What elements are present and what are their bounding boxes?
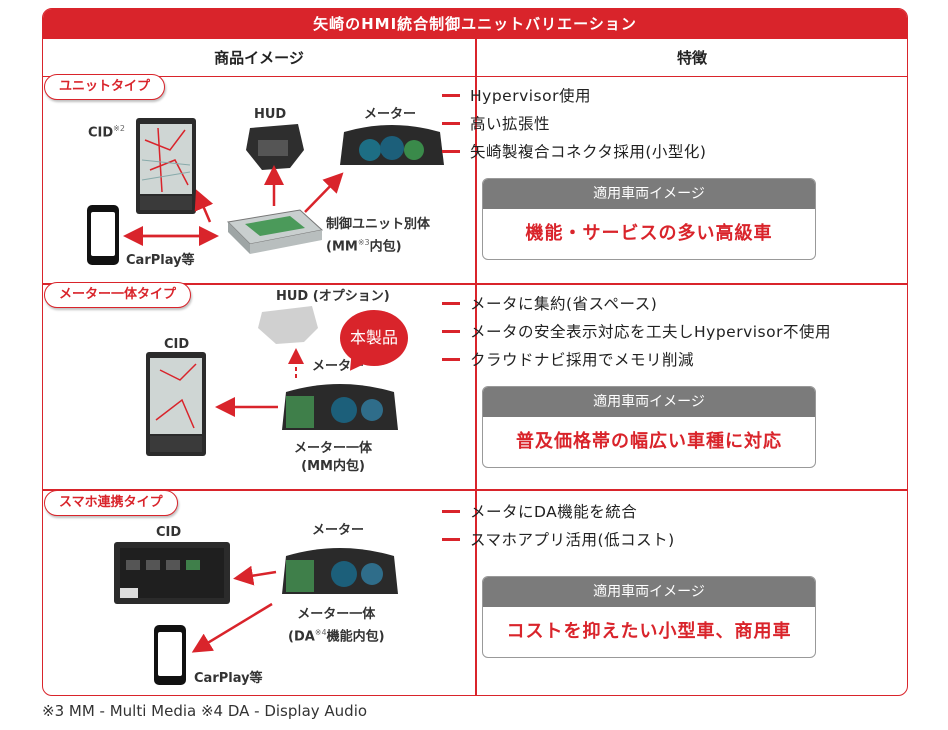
row-divider-1 [43,283,907,285]
vehicle-box-text: コストを抑えたい小型車、商用車 [506,621,792,642]
vehicle-box-header: 適用車両イメージ [483,387,815,417]
feature-item: メータに集約(省スペース) [442,292,657,314]
cid-label-3: CID [156,525,182,540]
hud-option-icon [258,306,318,344]
feature-item: クラウドナビ採用でメモリ削減 [442,348,694,370]
type-tag-meter-integrated: メーター一体タイプ [44,282,192,308]
type-tag-smartphone: スマホ連携タイプ [44,490,178,516]
feature-item: 高い拡張性 [442,112,550,134]
meter-label-3: メーター [312,523,365,538]
smartphone-icon [87,205,119,265]
integrated-meter-icon [282,384,398,430]
product-badge: 本製品 [340,310,408,366]
vehicle-box: 適用車両イメージ 機能・サービスの多い高級車 [482,178,816,260]
feature-item: メータにDA機能を統合 [442,500,637,522]
hud-device-icon [246,124,304,170]
integrated-meter-icon-2 [282,548,398,594]
cid-label: CID※2 [88,124,125,141]
table-title: 矢崎のHMI統合制御ユニットバリエーション [43,9,907,39]
cid-label-2: CID [164,337,190,352]
cid-wide-display-icon [114,542,230,604]
footnote: ※3 MM - Multi Media ※4 DA - Display Audi… [42,702,368,720]
cid-display-icon [136,118,196,214]
cid-display-icon-2 [146,352,206,456]
vehicle-box-header: 適用車両イメージ [483,179,815,209]
carplay-label-2: CarPlay等 [194,671,263,686]
hud-option-label: HUD (オプション) [276,289,390,304]
feature-item: スマホアプリ活用(低コスト) [442,528,675,550]
carplay-label: CarPlay等 [126,253,195,268]
row-divider-2 [43,489,907,491]
vehicle-box-text: 機能・サービスの多い高級車 [525,223,773,244]
meter-cluster-icon [340,125,444,165]
vehicle-box-text: 普及価格帯の幅広い車種に対応 [516,431,782,452]
control-unit-label: 制御ユニット別体 (MM※3内包) [326,217,431,255]
feature-item: 矢崎製複合コネクタ採用(小型化) [442,140,706,162]
meter-integrated-label-2: メーター一体 (DA※4機能内包) [288,607,385,645]
meter-integrated-label: メーター一体 (MM内包) [294,441,373,474]
vehicle-box-header: 適用車両イメージ [483,577,815,607]
feature-item: Hypervisor使用 [442,84,591,106]
control-unit-icon [226,209,324,254]
vehicle-box: 適用車両イメージ 普及価格帯の幅広い車種に対応 [482,386,816,468]
type-tag-unit: ユニットタイプ [44,74,166,100]
feature-item: メータの安全表示対応を工夫しHypervisor不使用 [442,320,831,342]
column-header-product: 商品イメージ [43,39,475,77]
meter-label: メーター [364,107,417,122]
column-header-features: 特徴 [475,39,907,77]
smartphone-icon-2 [154,625,186,685]
vehicle-box: 適用車両イメージ コストを抑えたい小型車、商用車 [482,576,816,658]
column-divider [475,39,477,695]
hud-label: HUD [254,107,287,122]
